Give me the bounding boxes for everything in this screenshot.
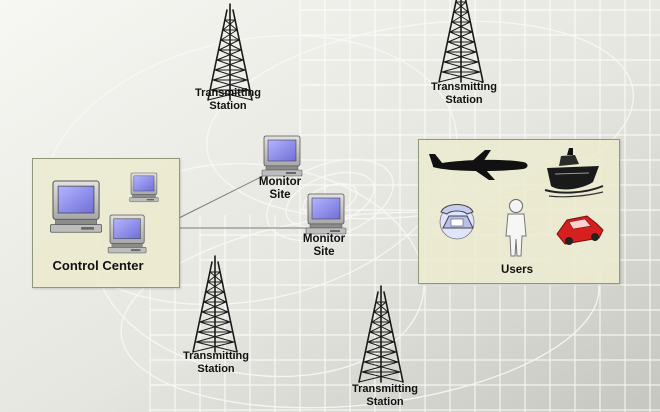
users-box: Users (418, 139, 620, 284)
telephone-icon (439, 204, 475, 240)
computer-monitor-icon (49, 180, 103, 233)
control-center-label: Control Center (52, 258, 144, 273)
airplane-icon (429, 150, 528, 180)
computer-monitor-icon (129, 172, 159, 203)
person-icon (505, 199, 527, 257)
ship-icon (544, 148, 604, 198)
transmitting-station-label: Transmitting Station (194, 87, 261, 112)
control-center-box: Control Center (32, 158, 180, 288)
computer-monitor-icon (261, 135, 303, 177)
car-icon (556, 215, 604, 245)
monitor-site-label: Monitor Site (302, 233, 346, 259)
transmitting-station-label: Transmitting Station (351, 383, 418, 408)
transmitting-station-label: Transmitting Station (430, 81, 497, 106)
transmitting-station-label: Transmitting Station (182, 350, 249, 375)
computer-monitor-icon (107, 214, 147, 254)
monitor-site-label: Monitor Site (258, 176, 302, 202)
users-icons (429, 148, 604, 257)
users-label: Users (501, 264, 533, 276)
network-links (174, 174, 330, 229)
link-control-to-monitor-1 (174, 174, 266, 221)
